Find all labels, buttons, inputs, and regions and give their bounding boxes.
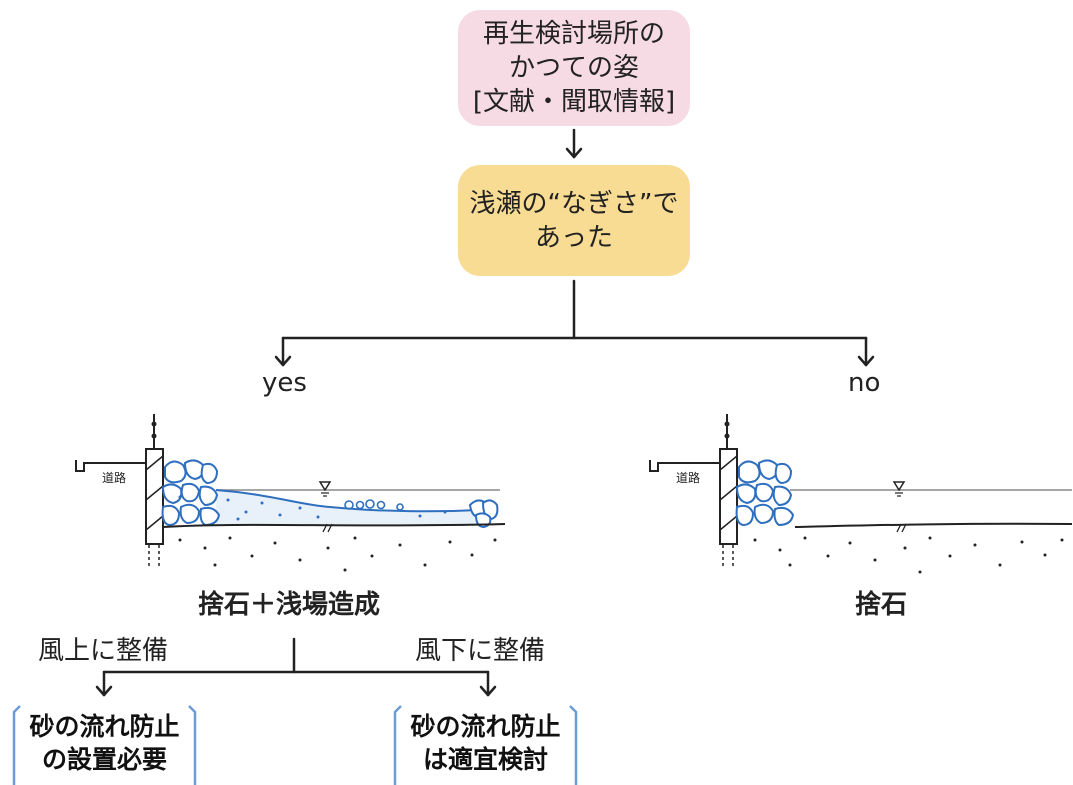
upwind-outcome: 砂の流れ防止 の設置必要 [12, 710, 197, 785]
road-label-right: 道路 [676, 471, 701, 485]
upwind-outcome-line-2: の設置必要 [41, 745, 167, 774]
water-level-mark [318, 481, 332, 492]
question-box: 浅瀬の“なぎさ”で あった [458, 165, 690, 276]
downwind-outcome-line-1: 砂の流れ防止 [410, 712, 561, 741]
source-info-line-1: 再生検討場所の [482, 19, 665, 49]
seabed-line [162, 523, 506, 528]
question-line-1: 浅瀬の“なぎさ”で [469, 188, 679, 219]
question-line-2: あった [534, 222, 613, 253]
seabed-line [794, 522, 1073, 528]
riprap-stones [735, 459, 795, 527]
yes-result-label: 捨石＋浅場造成 [198, 590, 381, 620]
yes-label: yes [262, 368, 307, 398]
upwind-label: 風上に整備 [38, 636, 169, 666]
road-edge [649, 460, 720, 472]
downwind-label: 風下に整備 [415, 636, 546, 666]
source-info-line-2: かつての姿 [508, 53, 639, 83]
downwind-outcome: 砂の流れ防止 は適宜検討 [393, 710, 578, 785]
road-edge [75, 460, 146, 472]
water-level-mark [892, 481, 906, 492]
shallows-fill [216, 490, 478, 524]
downwind-outcome-line-2: は適宜検討 [422, 745, 548, 774]
source-info-line-3: [文献・聞取情報] [472, 87, 676, 117]
no-result-label: 捨石 [855, 590, 908, 620]
source-info-box: 再生検討場所の かつての姿 [文献・聞取情報] [458, 10, 690, 126]
upwind-outcome-line-1: 砂の流れ防止 [29, 712, 180, 741]
road-label-left: 道路 [102, 471, 127, 485]
riprap-stones [161, 459, 499, 529]
no-label: no [848, 368, 881, 398]
